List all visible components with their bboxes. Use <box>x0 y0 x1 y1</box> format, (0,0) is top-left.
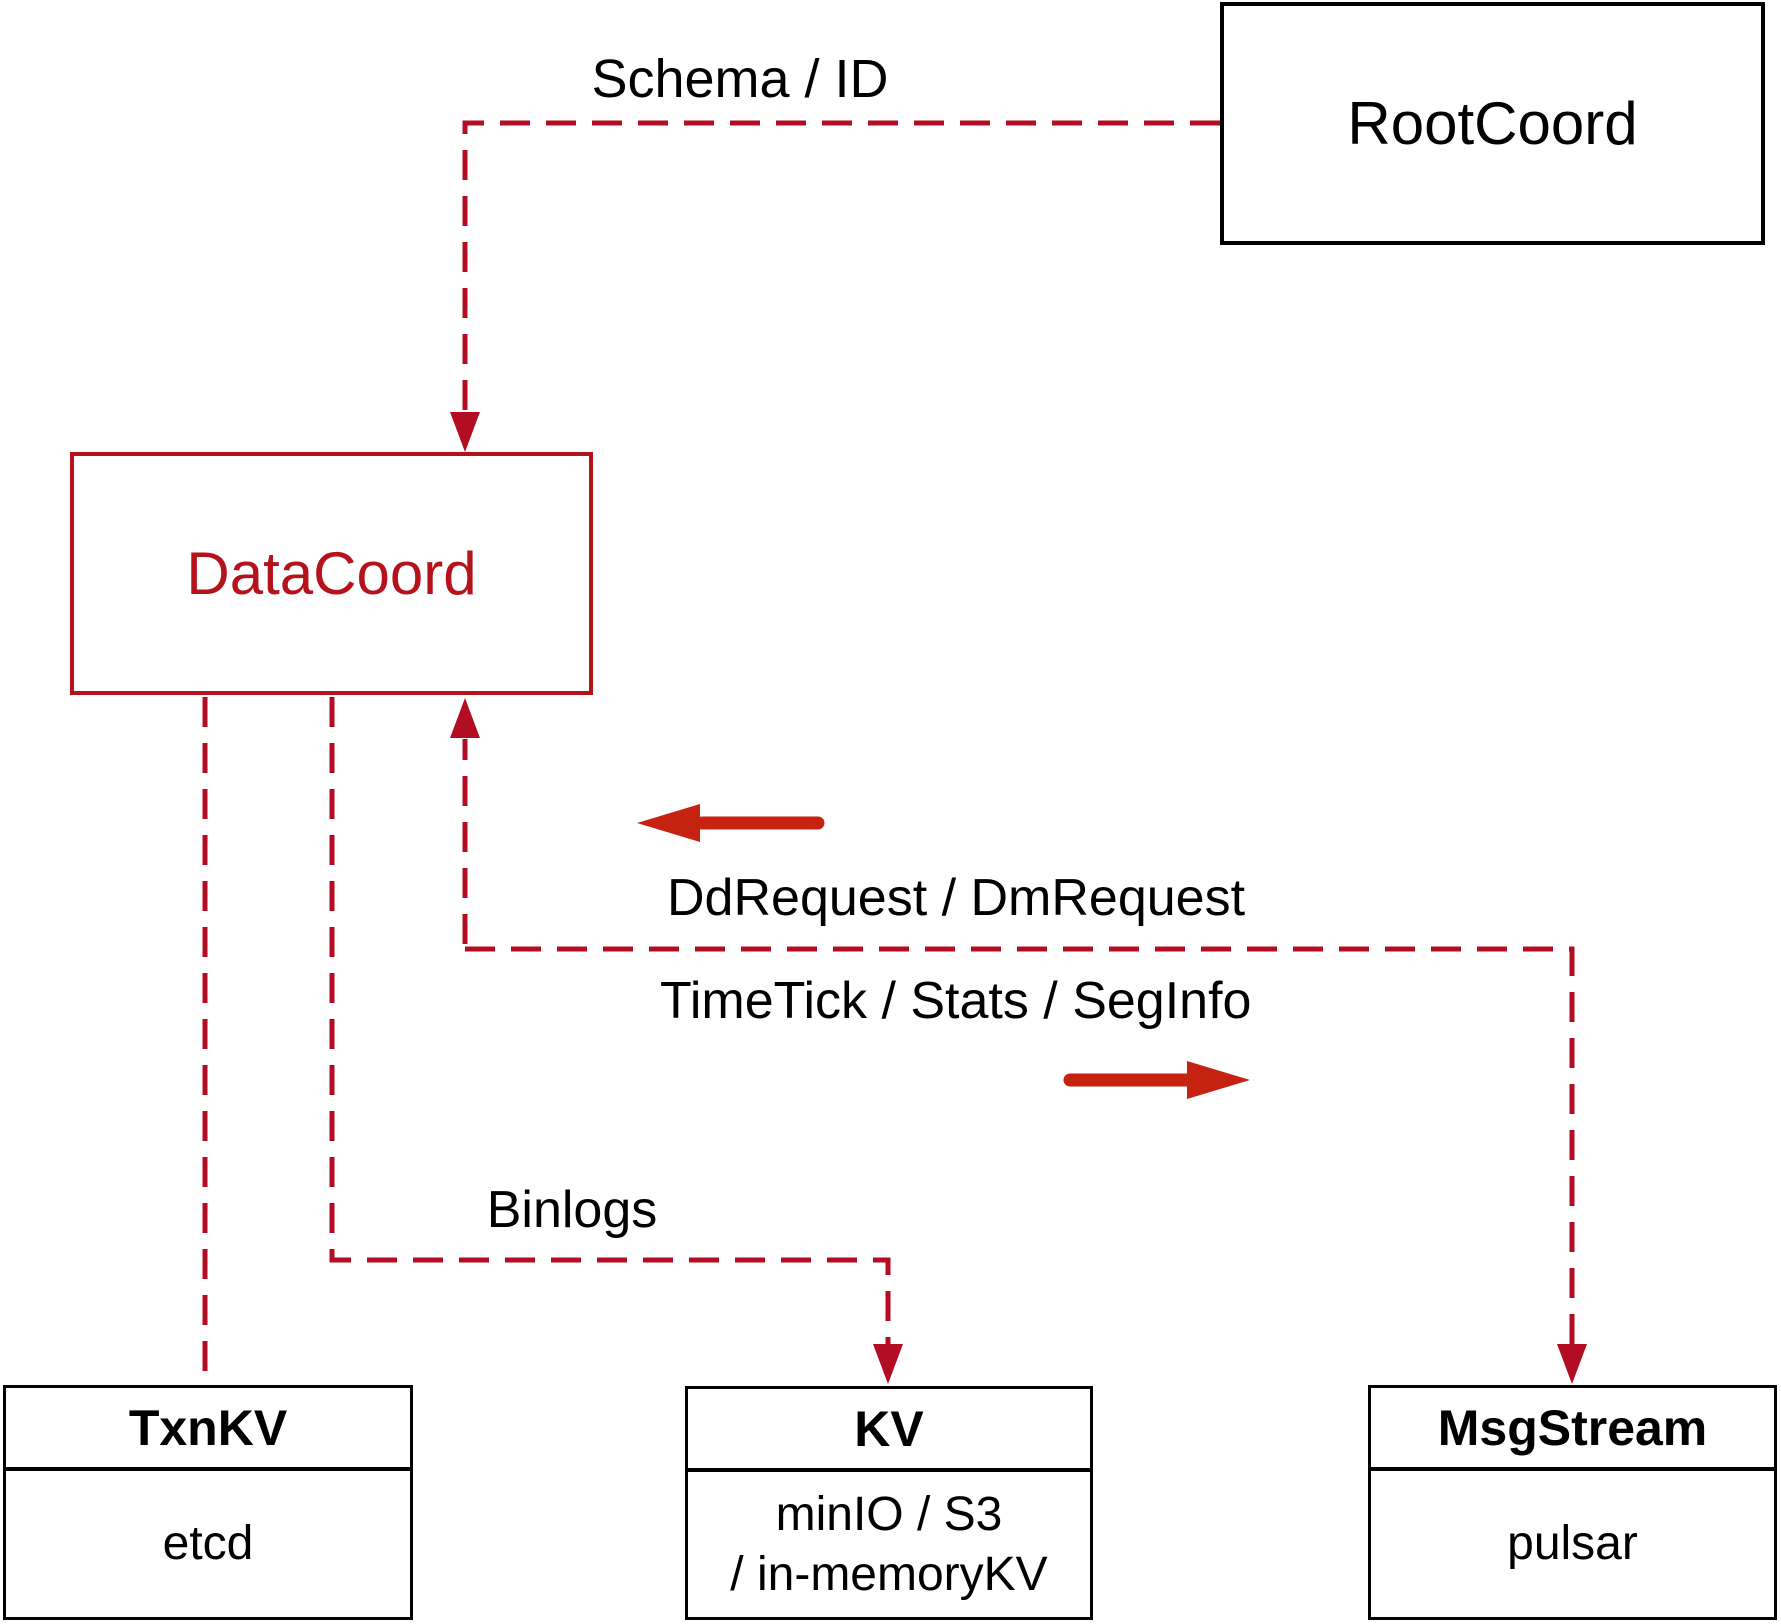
solid-arrow-heads <box>637 804 1250 1099</box>
kv-title: KV <box>688 1389 1090 1472</box>
kv-body-line1: minIO / S3 <box>775 1487 1003 1541</box>
edge-schema-id-line <box>462 120 1220 436</box>
node-rootcoord: RootCoord <box>1220 2 1765 245</box>
msgstream-body: pulsar <box>1507 1517 1638 1570</box>
arrowhead-into-msgstream <box>1557 1344 1587 1384</box>
arrowhead-into-datacoord-top <box>450 412 480 452</box>
node-kv: KV minIO / S3 / in-memoryKV <box>685 1386 1093 1620</box>
solid-arrow-tails <box>695 816 1195 1087</box>
txnkv-title: TxnKV <box>6 1388 410 1471</box>
left-direction-arrow-head <box>637 804 700 842</box>
arrowhead-into-kv <box>873 1344 903 1384</box>
node-datacoord: DataCoord <box>70 452 593 695</box>
edge-label-binlogs: Binlogs <box>486 1181 658 1239</box>
datacoord-label: DataCoord <box>186 539 477 607</box>
edge-label-dd-request: DdRequest / DmRequest <box>667 869 1246 927</box>
dashed-edges <box>202 120 1575 1383</box>
msgstream-title: MsgStream <box>1371 1388 1774 1471</box>
edge-label-timetick: TimeTick / Stats / SegInfo <box>660 972 1252 1030</box>
edge-label-schema-id: Schema / ID <box>591 49 889 109</box>
rootcoord-label: RootCoord <box>1347 89 1638 157</box>
right-direction-arrow-head <box>1187 1061 1250 1099</box>
edge-binlogs-line <box>329 697 891 1368</box>
kv-body-line2: / in-memoryKV <box>730 1547 1048 1601</box>
kv-body: minIO / S3 / in-memoryKV <box>688 1472 1090 1617</box>
txnkv-body: etcd <box>162 1517 254 1570</box>
node-txnkv: TxnKV etcd <box>3 1385 413 1620</box>
arrowhead-into-datacoord-bottom <box>450 698 480 738</box>
node-msgstream: MsgStream pulsar <box>1368 1385 1777 1620</box>
